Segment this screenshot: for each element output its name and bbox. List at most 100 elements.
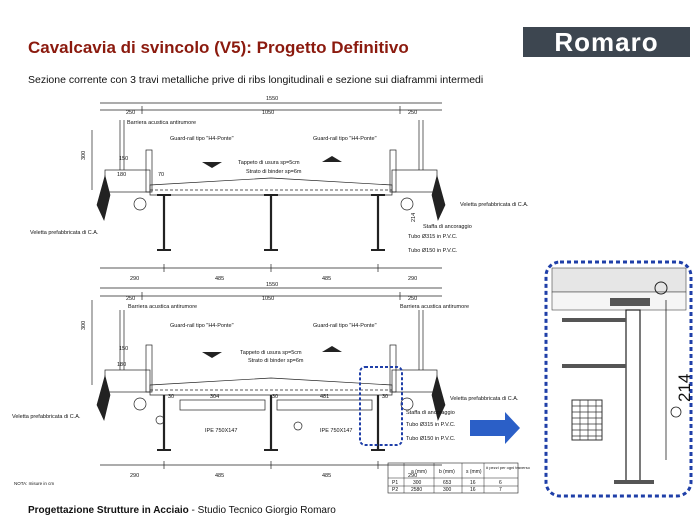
- romaro-logo: Romaro: [523, 27, 690, 57]
- lane-arrow-left: [202, 162, 222, 168]
- ipe-right-beam: [276, 399, 373, 411]
- left-drain-tube: [133, 197, 147, 211]
- svg-text:1550: 1550: [266, 282, 278, 288]
- table-header-a: a (mm): [411, 469, 427, 475]
- table-cell: 2580: [411, 487, 422, 493]
- deck-slab: [149, 177, 393, 196]
- top-labels: 1550 250 1050 250 Barriera acustica anti…: [30, 96, 529, 282]
- svg-text:150: 150: [119, 346, 128, 352]
- units-note: NOTA: misure in cm: [14, 481, 54, 486]
- top-cross-section: [91, 102, 446, 272]
- dim-214: 214: [411, 213, 417, 222]
- svg-text:30: 30: [382, 394, 388, 400]
- table-cell: 16: [470, 487, 476, 493]
- dim-250-left: 250: [126, 110, 135, 116]
- svg-text:250: 250: [126, 296, 135, 302]
- svg-text:290: 290: [408, 473, 417, 479]
- barrier-left-b: Barriera acustica antirumore: [128, 304, 197, 310]
- table-cell: P2: [392, 487, 398, 493]
- svg-text:485: 485: [322, 473, 331, 479]
- barrier-right-b: Barriera acustica antirumore: [400, 304, 469, 310]
- guardrail-right-label: Guard-rail tipo "H4-Ponte": [313, 136, 377, 142]
- svg-text:250: 250: [408, 296, 417, 302]
- right-guardrail: [389, 149, 397, 193]
- svg-text:Tappeto di usura sp=5cm: Tappeto di usura sp=5cm: [240, 350, 302, 356]
- dim-70: 70: [158, 172, 164, 178]
- svg-text:Staffa di ancoraggio: Staffa di ancoraggio: [406, 410, 455, 416]
- table-header-s: s (mm): [466, 469, 482, 475]
- table-header-b: b (mm): [439, 469, 455, 475]
- footer-bold: Progettazione Strutture in Acciaio: [28, 505, 189, 516]
- lane-arrow-right: [322, 156, 342, 162]
- table-cell: P1: [392, 480, 398, 486]
- footer-rest: - Studio Tecnico Giorgio Romaro: [188, 505, 336, 516]
- staffa-label: Staffa di ancoraggio: [423, 224, 472, 230]
- layer2-label: Strato di binder sp=6m: [246, 169, 302, 175]
- velette-left-label: Veletta prefabbricata di C.A.: [30, 230, 99, 236]
- page-title: Cavalcavia di svincolo (V5): Progetto De…: [28, 38, 409, 57]
- svg-text:180: 180: [117, 362, 126, 368]
- dim-290-left: 290: [130, 276, 139, 282]
- dim-485-right: 485: [322, 276, 331, 282]
- velette-right-label: Veletta prefabbricata di C.A.: [460, 202, 529, 208]
- svg-text:30: 30: [272, 394, 278, 400]
- plates-table: a (mm) b (mm) s (mm) # pezzi per ogni tr…: [387, 462, 531, 494]
- right-curb-b: [391, 369, 438, 393]
- svg-text:Tubo Ø315 in P.V.C.: Tubo Ø315 in P.V.C.: [406, 422, 456, 428]
- page-subtitle: Sezione corrente con 3 travi metalliche …: [28, 74, 484, 86]
- lane-arrow-left-b: [202, 352, 222, 358]
- dim-1550: 1550: [266, 96, 278, 102]
- table-header-pieces: # pezzi per ogni traverso: [486, 465, 531, 470]
- right-velette: [431, 174, 446, 222]
- table-cell: 6: [499, 480, 502, 486]
- svg-text:Guard-rail tipo "H4-Ponte": Guard-rail tipo "H4-Ponte": [313, 323, 377, 329]
- svg-text:IPE 750X147: IPE 750X147: [320, 428, 352, 434]
- bottom-labels: 1550 250 1050 250 Barriera acustica anti…: [12, 282, 519, 486]
- svg-text:Guard-rail tipo "H4-Ponte": Guard-rail tipo "H4-Ponte": [170, 323, 234, 329]
- layer1-label: Tappeto di usura sp=5cm: [238, 160, 300, 166]
- dim-150: 150: [119, 156, 128, 162]
- logo-text: Romaro: [554, 27, 659, 57]
- right-drain-tube: [400, 197, 414, 211]
- guardrail-left-label: Guard-rail tipo "H4-Ponte": [170, 136, 234, 142]
- svg-text:481: 481: [320, 394, 329, 400]
- table-cell: 653: [443, 480, 452, 486]
- detail-arrow-icon: [470, 412, 520, 444]
- footer: Progettazione Strutture in Acciaio - Stu…: [28, 505, 336, 516]
- left-guardrail: [145, 149, 153, 193]
- left-curb-b: [104, 369, 151, 393]
- bottom-cross-section: [91, 287, 446, 469]
- table-cell: 16: [470, 480, 476, 486]
- svg-text:485: 485: [215, 473, 224, 479]
- barrier-label: Barriera acustica antirumore: [127, 120, 196, 126]
- dim-300: 300: [81, 151, 87, 160]
- zoom-detail: 214: [544, 260, 694, 498]
- svg-text:IPE 750X147: IPE 750X147: [205, 428, 237, 434]
- table-cell: 300: [443, 487, 452, 493]
- detail-highlight-box: [359, 366, 403, 446]
- svg-text:Strato di binder sp=6m: Strato di binder sp=6m: [248, 358, 304, 364]
- svg-text:300: 300: [81, 321, 87, 330]
- svg-text:30: 30: [168, 394, 174, 400]
- zoom-dim-214: 214: [675, 374, 694, 402]
- dim-180: 180: [117, 172, 126, 178]
- tubo1-label: Tubo Ø315 in P.V.C.: [408, 234, 458, 240]
- dim-290-right: 290: [408, 276, 417, 282]
- dim-485-left: 485: [215, 276, 224, 282]
- left-curb: [104, 169, 151, 193]
- table-cell: 7: [499, 487, 502, 493]
- svg-text:Tubo Ø150 in P.V.C.: Tubo Ø150 in P.V.C.: [406, 436, 456, 442]
- dim-250-right: 250: [408, 110, 417, 116]
- left-velette: [96, 174, 111, 222]
- lane-arrow-right-b: [322, 346, 342, 352]
- ipe-left-beam: [179, 399, 266, 411]
- dim-1050: 1050: [262, 110, 274, 116]
- svg-text:Veletta prefabbricata di C.A.: Veletta prefabbricata di C.A.: [12, 414, 81, 420]
- svg-text:1050: 1050: [262, 296, 274, 302]
- svg-text:Veletta prefabbricata di C.A.: Veletta prefabbricata di C.A.: [450, 396, 519, 402]
- table-cell: 300: [413, 480, 422, 486]
- right-curb: [391, 169, 438, 193]
- svg-text:290: 290: [130, 473, 139, 479]
- svg-text:304: 304: [210, 394, 219, 400]
